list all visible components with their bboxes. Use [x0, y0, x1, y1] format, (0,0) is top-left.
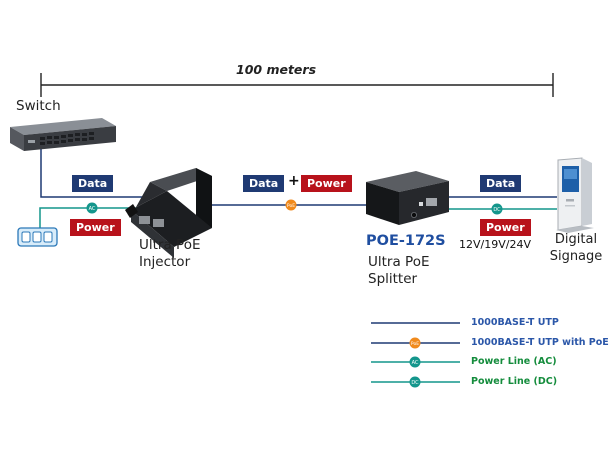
dc-tag: DC — [491, 203, 503, 215]
legend-label-ac: Power Line (AC) — [471, 356, 557, 367]
badge-data-left: Data — [72, 175, 114, 192]
svg-text:AC: AC — [412, 360, 419, 366]
switch-label: Switch — [16, 98, 61, 114]
splitter-label-line1: Ultra PoE — [368, 254, 430, 270]
legend-node-dc: DC — [409, 376, 421, 388]
signage-label-line1: Digital — [554, 232, 598, 247]
digital-signage-icon — [556, 157, 594, 233]
svg-text:DC: DC — [493, 207, 501, 213]
signage-label: Digital Signage — [546, 231, 606, 265]
plus-sign: + — [288, 173, 300, 189]
splitter-voltage: 12V/19V/24V — [459, 238, 531, 251]
splitter-label: Ultra PoE Splitter — [368, 254, 430, 288]
badge-power-left: Power — [70, 219, 121, 236]
legend-label-utp: 1000BASE-T UTP — [471, 317, 559, 328]
splitter-model: POE-172S — [366, 233, 446, 249]
badge-power-right: Power — [480, 219, 531, 236]
switch-icon — [10, 118, 116, 151]
splitter-label-line2: Splitter — [368, 271, 418, 287]
utp-cable-switch-to-injector — [40, 145, 150, 198]
injector-label-line2: Injector — [139, 254, 191, 270]
legend-label-poe: 1000BASE-T UTP with PoE — [471, 337, 609, 348]
svg-text:AC: AC — [89, 206, 96, 212]
poe-tag: PoE — [285, 199, 297, 211]
legend-node-poe: PoE — [409, 337, 421, 349]
legend-lines: PoE AC DC — [371, 322, 460, 388]
badge-power-mid: Power — [301, 175, 352, 192]
injector-label-line1: Ultra PoE — [139, 237, 201, 253]
injector-label: Ultra PoE Injector — [139, 237, 201, 271]
power-outlet-icon — [17, 227, 58, 247]
poe-splitter-icon — [366, 171, 449, 225]
signage-label-line2: Signage — [549, 249, 603, 264]
distance-label: 100 meters — [236, 62, 317, 77]
badge-data-mid: Data — [243, 175, 285, 192]
poe-injector-icon — [125, 168, 212, 258]
svg-text:PoE: PoE — [287, 203, 295, 209]
legend-node-ac: AC — [409, 356, 421, 368]
distance-dimension — [40, 73, 554, 97]
svg-text:DC: DC — [411, 380, 419, 386]
svg-text:PoE: PoE — [411, 341, 419, 347]
badge-data-right: Data — [480, 175, 522, 192]
legend-label-dc: Power Line (DC) — [471, 376, 558, 387]
ac-tag: AC — [86, 202, 98, 214]
